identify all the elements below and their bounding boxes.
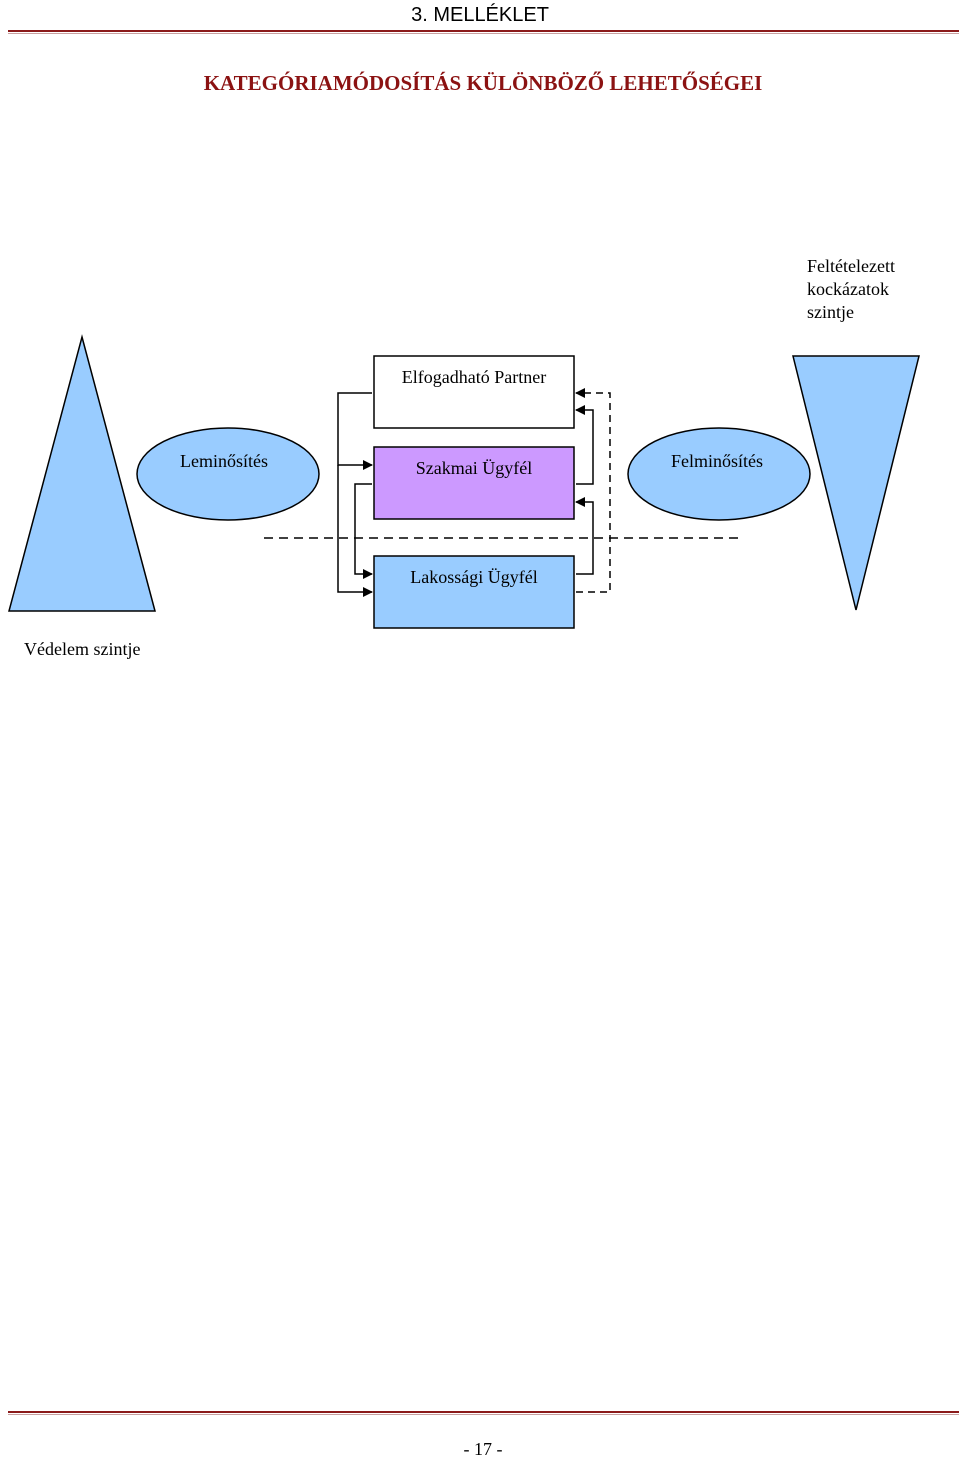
header-rule [8,30,959,32]
professional-client-box [373,446,575,520]
annex-label: 3. MELLÉKLET [411,4,549,26]
page-title: KATEGÓRIAMÓDOSÍTÁS KÜLÖNBÖZŐ LEHETŐSÉGEI [203,71,763,95]
risk-level-label: Feltételezett kockázatok szintje [807,255,895,324]
upgrade-arrow-retail-to-partner [575,388,611,593]
page-number: - 17 - [463,1439,503,1459]
acceptable-partner-box [373,355,575,429]
professional-client-label: Szakmai Ügyfél [416,458,532,478]
upgrade-ellipse [627,427,811,521]
protection-level-label: Védelem szintje [24,639,141,659]
risk-level-line-2: kockázatok [807,279,889,299]
risk-level-line-1: Feltételezett [807,256,895,276]
retail-client-label: Lakossági Ügyfél [410,567,537,587]
downgrade-arrow-professional-to-retail [354,483,373,579]
header-rule-thin [8,33,959,34]
downgrade-arrow-partner-to-professional [337,392,373,470]
category-diagram: Elfogadható Partner Szakmai Ügyfél Lakos… [8,334,920,629]
footer-rule [8,1411,959,1413]
upgrade-arrow-professional-to-partner [575,405,594,485]
retail-client-box [373,555,575,629]
upgrade-label: Felminősítés [671,451,763,471]
downgrade-arrow-partner-to-retail [337,465,373,597]
upgrade-arrow-retail-to-professional [575,497,594,575]
protection-level-triangle [8,334,156,612]
risk-level-triangle [792,355,920,611]
downgrade-ellipse [136,427,320,521]
footer-rule-thin [8,1414,959,1415]
risk-level-line-3: szintje [807,302,854,322]
acceptable-partner-label: Elfogadható Partner [402,367,546,387]
downgrade-label: Leminősítés [180,451,268,471]
